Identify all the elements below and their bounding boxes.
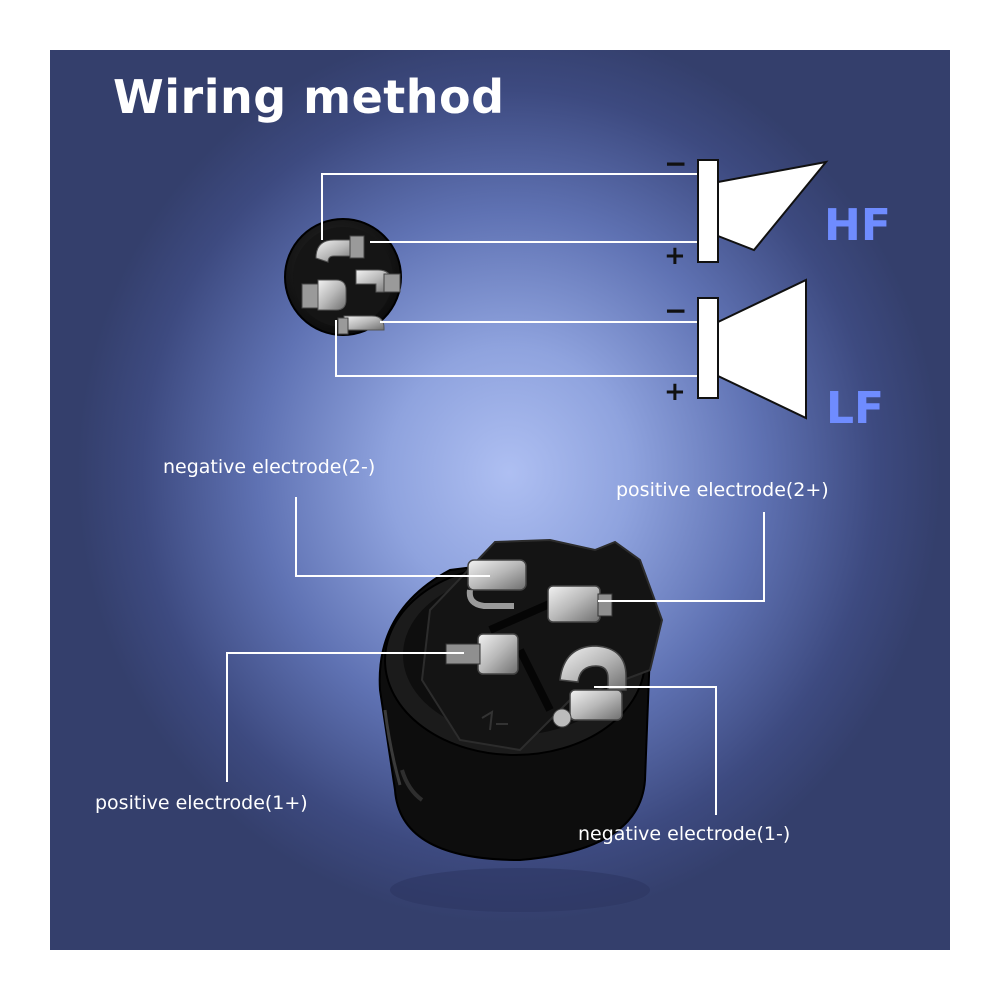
small-terminal-bottom-left (301, 279, 347, 311)
wire-hf-negative (321, 173, 698, 240)
large-terminal-2-negative (466, 559, 527, 609)
lf-minus-sign: − (664, 294, 688, 327)
small-connector-icon (284, 218, 402, 336)
large-terminal-1-negative (552, 645, 627, 728)
lf-label: LF (826, 383, 885, 434)
lf-plus-sign: + (664, 377, 686, 407)
hf-minus-sign: − (664, 147, 688, 180)
wire-lf-positive (335, 320, 698, 377)
callout-positive-electrode-1: positive electrode(1+) (95, 792, 308, 814)
callout-negative-electrode-1: negative electrode(1-) (578, 823, 791, 845)
hf-label: HF (824, 200, 891, 251)
wiring-lines (321, 173, 698, 377)
leader-positive-2 (598, 512, 765, 602)
leader-negative-1 (594, 686, 717, 815)
callout-negative-electrode-2: negative electrode(2-) (163, 456, 376, 478)
woofer-cone-icon (697, 278, 807, 420)
wiring-panel: Wiring method HF LF − + − + negative ele… (50, 50, 950, 950)
leader-negative-2 (295, 497, 490, 577)
leader-positive-1 (226, 652, 464, 782)
page-title: Wiring method (113, 70, 505, 124)
callout-positive-electrode-2: positive electrode(2+) (616, 479, 829, 501)
wiring-diagram (226, 159, 829, 912)
speaker-connector-icon (378, 538, 664, 912)
tweeter-horn-icon (697, 159, 829, 263)
large-terminal-2-positive (547, 585, 613, 623)
small-terminal-top-left (315, 235, 365, 263)
hf-plus-sign: + (664, 241, 686, 271)
callout-lines (226, 497, 765, 815)
small-terminal-top-right (355, 269, 401, 293)
small-terminal-bottom-right (337, 315, 385, 335)
